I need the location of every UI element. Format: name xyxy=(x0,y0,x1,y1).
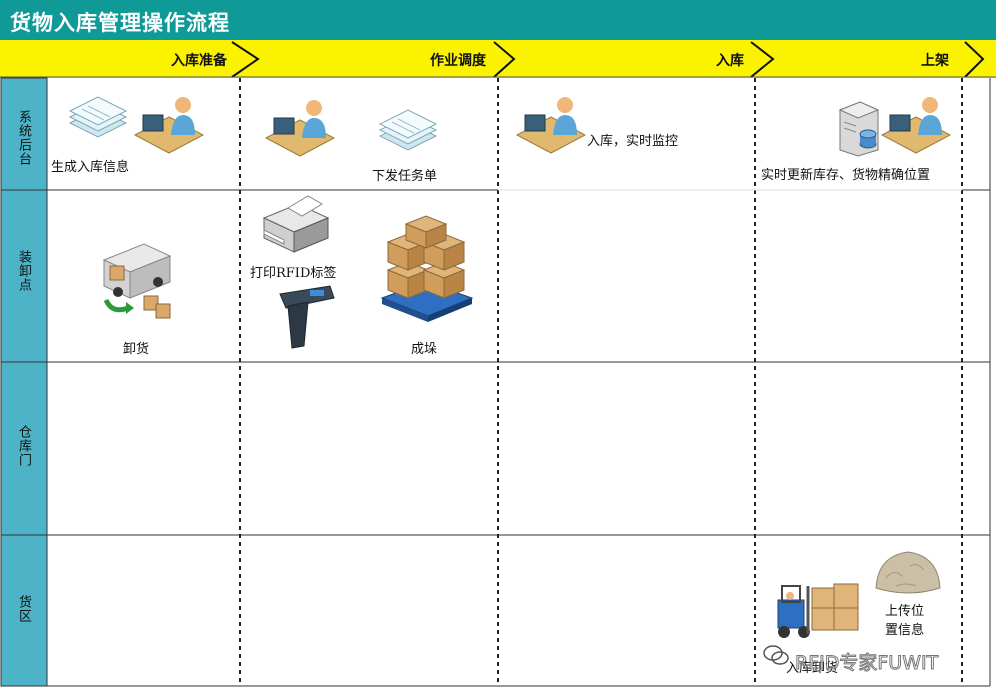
lane-label-warehouse-gate: 仓库门 xyxy=(16,425,31,467)
phase-chevron-4 xyxy=(964,41,985,78)
node-unload: 卸货 xyxy=(123,342,150,357)
phase-label-prep: 入库准备 xyxy=(171,53,227,69)
documents-icon xyxy=(378,109,438,151)
node-generate-inbound-info: 生成入库信息 xyxy=(51,160,130,175)
operator-desk-icon xyxy=(515,97,587,154)
phase-chevron-2 xyxy=(493,41,516,78)
node-update-inventory: 实时更新库存、货物精确位置 xyxy=(761,168,931,183)
rfid-reader-icon xyxy=(279,285,335,349)
lane-label-dock: 装卸点 xyxy=(16,250,31,292)
pallet-boxes-icon xyxy=(380,215,474,322)
wechat-icon xyxy=(763,645,789,665)
title-bar: 货物入库管理操作流程 xyxy=(0,0,996,40)
lane-label-backend: 系统后台 xyxy=(16,110,31,166)
phase-label-inbound: 入库 xyxy=(716,53,744,69)
printer-icon xyxy=(262,195,330,253)
watermark-text: RFID专家FUWIT xyxy=(794,652,939,675)
server-icon xyxy=(838,101,880,157)
rock-icon xyxy=(875,551,941,594)
node-palletize: 成垛 xyxy=(411,342,438,357)
node-print-rfid-label: 打印RFID标签 xyxy=(250,266,337,281)
lane-label-cargo-area: 货区 xyxy=(16,595,31,623)
operator-desk-icon xyxy=(880,97,952,154)
phase-chevron-3 xyxy=(750,41,775,78)
operator-desk-icon xyxy=(264,100,336,157)
operator-desk-icon xyxy=(133,97,205,154)
documents-icon xyxy=(68,96,128,138)
lane-column xyxy=(0,77,48,687)
phase-label-shelving: 上架 xyxy=(921,53,949,69)
forklift-icon xyxy=(777,583,859,638)
phase-chevron-1 xyxy=(231,41,260,78)
node-issue-task-order: 下发任务单 xyxy=(372,169,438,184)
diagram-title: 货物入库管理操作流程 xyxy=(10,11,230,35)
node-inbound-monitoring: 入库，实时监控 xyxy=(587,134,679,149)
node-upload-location: 上传位置信息 xyxy=(885,604,925,638)
truck-unloading-icon xyxy=(102,243,172,319)
phase-label-dispatch: 作业调度 xyxy=(430,53,486,69)
node-inbound-unload: 入库卸货 xyxy=(786,661,839,676)
